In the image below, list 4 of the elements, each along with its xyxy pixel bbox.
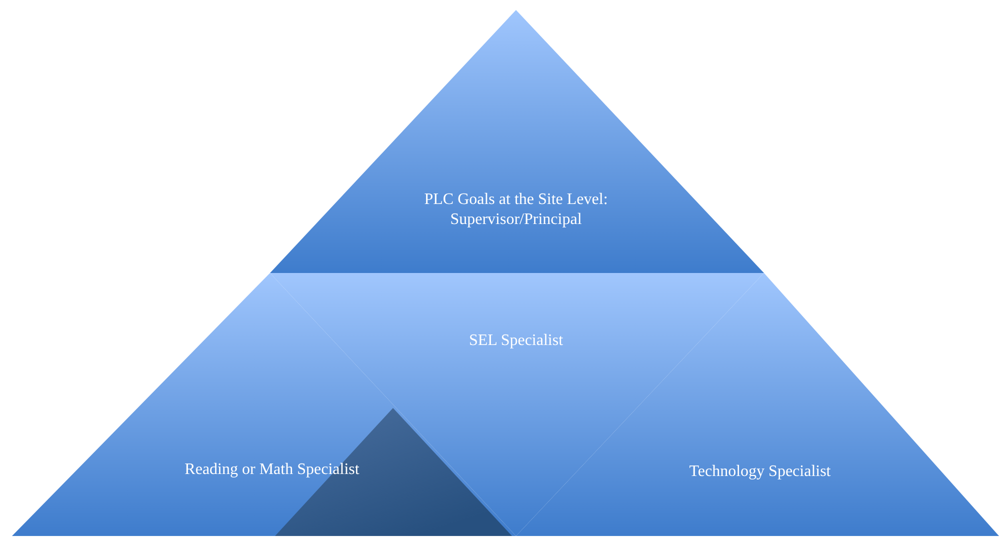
segment-label: PLC Goals at the Site Level: Supervisor/Principal <box>423 190 609 230</box>
segment-label: SEL Specialist <box>468 331 564 351</box>
segment-label: Reading or Math Specialist <box>184 460 360 480</box>
segment-label: Technology Specialist <box>688 462 832 482</box>
